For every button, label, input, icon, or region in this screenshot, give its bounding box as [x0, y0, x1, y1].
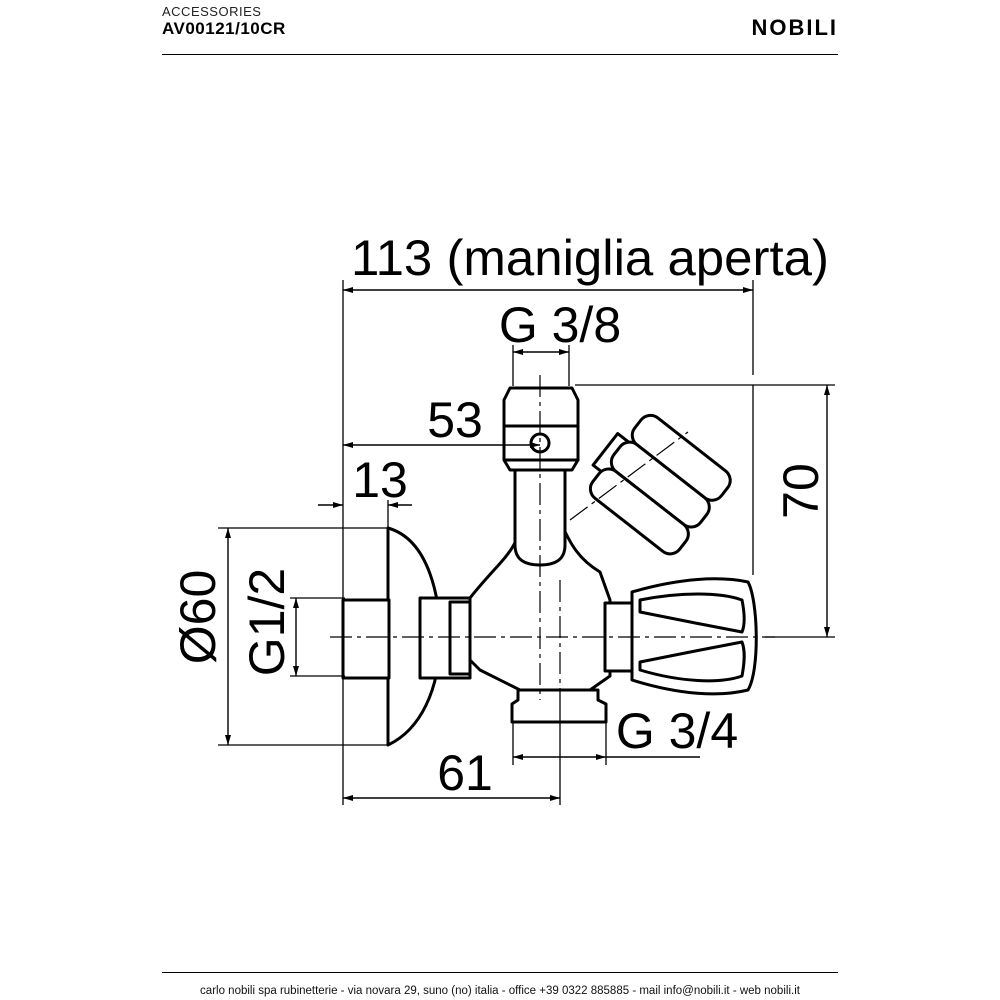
extension-lines	[218, 280, 835, 805]
brand-logo: NOBILI	[751, 15, 838, 40]
bottom-outlet	[510, 688, 608, 724]
dim-height-label: 70	[773, 463, 829, 519]
dim-flange-thickness-label: 13	[352, 452, 408, 508]
right-handle	[630, 577, 758, 696]
dim-top-offset-label: 53	[427, 392, 483, 448]
footer-divider	[162, 972, 838, 973]
center-lines	[330, 375, 775, 700]
dim-inlet-thread-label: G1/2	[239, 568, 295, 676]
inlet-thread	[341, 598, 391, 680]
dim-top-thread-label: G 3/8	[499, 297, 621, 353]
dim-bottom-offset-label: 61	[437, 745, 493, 801]
header-divider	[162, 54, 838, 55]
header-category: ACCESSORIES	[162, 4, 262, 19]
top-nut	[502, 386, 580, 472]
dim-overall-width-label: 113 (maniglia aperta)	[351, 230, 829, 286]
dim-flange-diameter-label: Ø60	[170, 570, 226, 665]
angled-handle	[588, 413, 732, 556]
product-code: AV00121/10CR	[162, 19, 286, 38]
dim-bottom-thread-label: G 3/4	[616, 703, 738, 759]
footer-contact: carlo nobili spa rubinetterie - via nova…	[200, 985, 800, 997]
dimension-lines	[225, 287, 830, 801]
valve-body	[341, 386, 758, 747]
